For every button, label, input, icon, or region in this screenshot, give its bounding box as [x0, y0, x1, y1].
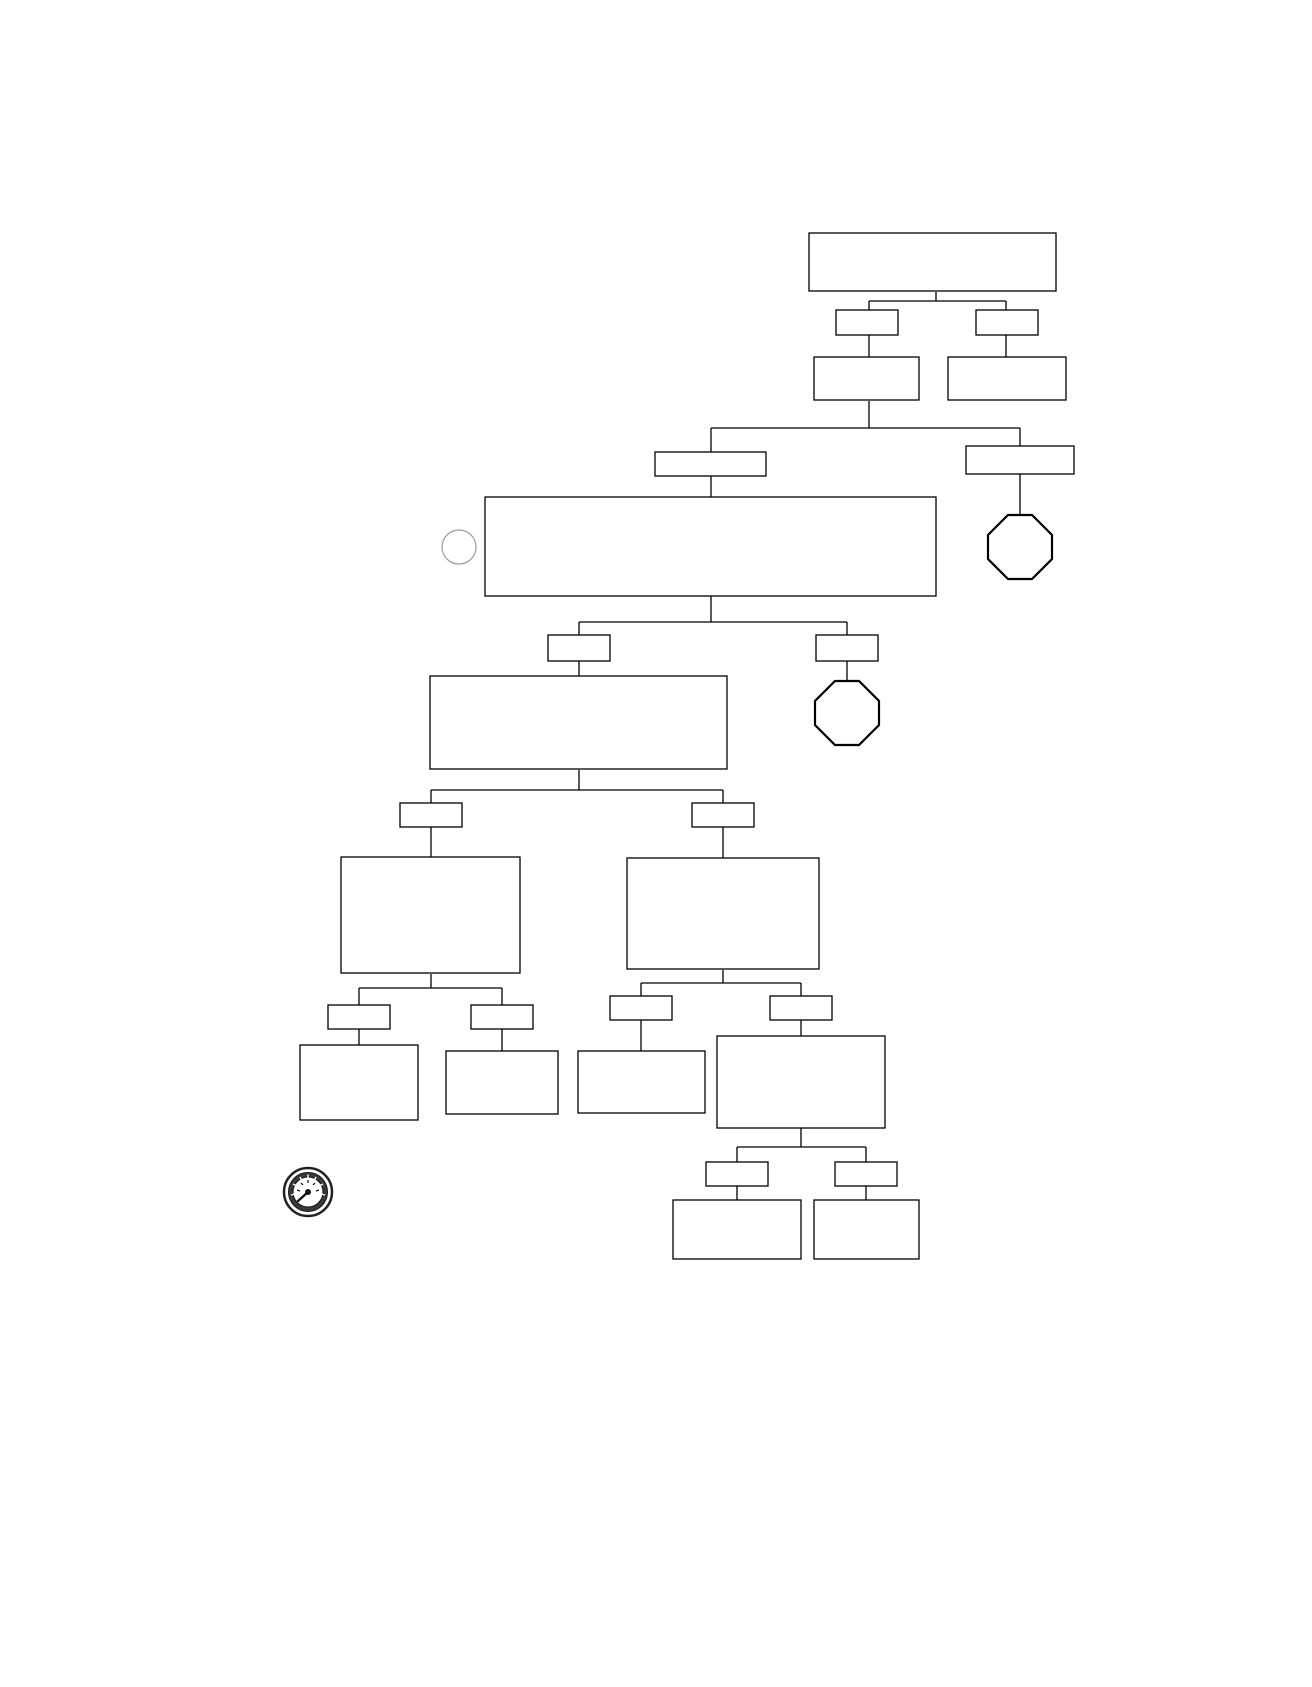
- branch-label-root-right: [975, 309, 1039, 336]
- branch-label-step-5a-right: [470, 1004, 534, 1030]
- result-b1-box: [577, 1050, 706, 1114]
- step-5b-branch-right-box: [769, 995, 833, 1021]
- node-step-4: [429, 675, 728, 770]
- branch-label-step-3-left: [547, 634, 611, 662]
- step-marker-icon: [441, 529, 477, 565]
- result-c1-box: [672, 1199, 802, 1260]
- step-4-branch-left-box: [399, 802, 463, 828]
- step-2-branch-right-box: [965, 445, 1075, 475]
- speedometer-icon: [282, 1166, 334, 1218]
- node-result-c1: [672, 1199, 802, 1260]
- node-step-5a: [340, 856, 521, 974]
- step-3-branch-right-box: [815, 634, 879, 662]
- step-3-box: [484, 496, 937, 597]
- node-step-2-alt: [947, 356, 1067, 401]
- stop-octagon-icon: [986, 513, 1054, 581]
- step-5b-box: [626, 857, 820, 970]
- connector-root: [868, 292, 1007, 310]
- result-a1-box: [299, 1044, 419, 1121]
- node-result-a2: [445, 1050, 559, 1115]
- branch-label-step-5b-right: [769, 995, 833, 1021]
- step-6-branch-left-box: [705, 1161, 769, 1187]
- result-c2-box: [813, 1199, 920, 1260]
- branch-label-step-2-right: [965, 445, 1075, 475]
- node-stop-2: [813, 679, 881, 747]
- step-5a-branch-right-box: [470, 1004, 534, 1030]
- branch-label-step-4-left: [399, 802, 463, 828]
- branch-label-step-6-left: [705, 1161, 769, 1187]
- node-result-c2: [813, 1199, 920, 1260]
- step-5a-branch-left-box: [327, 1004, 391, 1030]
- connector-step-5b: [640, 970, 802, 996]
- node-result-a1: [299, 1044, 419, 1121]
- node-result-b1: [577, 1050, 706, 1114]
- branch-label-step-6-right: [834, 1161, 898, 1187]
- connector-step-4: [430, 770, 724, 803]
- step-4-box: [429, 675, 728, 770]
- node-step-5b: [626, 857, 820, 970]
- branch-label-step-3-right: [815, 634, 879, 662]
- step-2-branch-left-box: [654, 451, 767, 477]
- root-branch-right-box: [975, 309, 1039, 336]
- node-step-3: [484, 496, 937, 597]
- step-2-box: [813, 356, 920, 401]
- step-5a-box: [340, 856, 521, 974]
- branch-label-step-5a-left: [327, 1004, 391, 1030]
- node-root: [808, 232, 1057, 292]
- branch-label-step-5b-left: [609, 995, 673, 1021]
- connector-step-5a: [358, 974, 503, 1005]
- branch-label-step-4-right: [691, 802, 755, 828]
- step-6-branch-right-box: [834, 1161, 898, 1187]
- branch-label-step-2-left: [654, 451, 767, 477]
- step-6-box: [716, 1035, 886, 1129]
- connector-step-2: [710, 401, 1021, 452]
- step-5b-branch-left-box: [609, 995, 673, 1021]
- step-2-alt-box: [947, 356, 1067, 401]
- root-branch-left-box: [835, 309, 899, 336]
- connector-step-3: [578, 596, 848, 635]
- result-a2-box: [445, 1050, 559, 1115]
- node-step-2: [813, 356, 920, 401]
- stop-octagon-icon: [813, 679, 881, 747]
- node-step-6: [716, 1035, 886, 1129]
- branch-label-root-left: [835, 309, 899, 336]
- step-3-branch-left-box: [547, 634, 611, 662]
- node-stop-1: [986, 513, 1054, 581]
- step-4-branch-right-box: [691, 802, 755, 828]
- connector-step-6: [736, 1128, 867, 1162]
- root-box: [808, 232, 1057, 292]
- connector-lines: [358, 292, 1021, 1200]
